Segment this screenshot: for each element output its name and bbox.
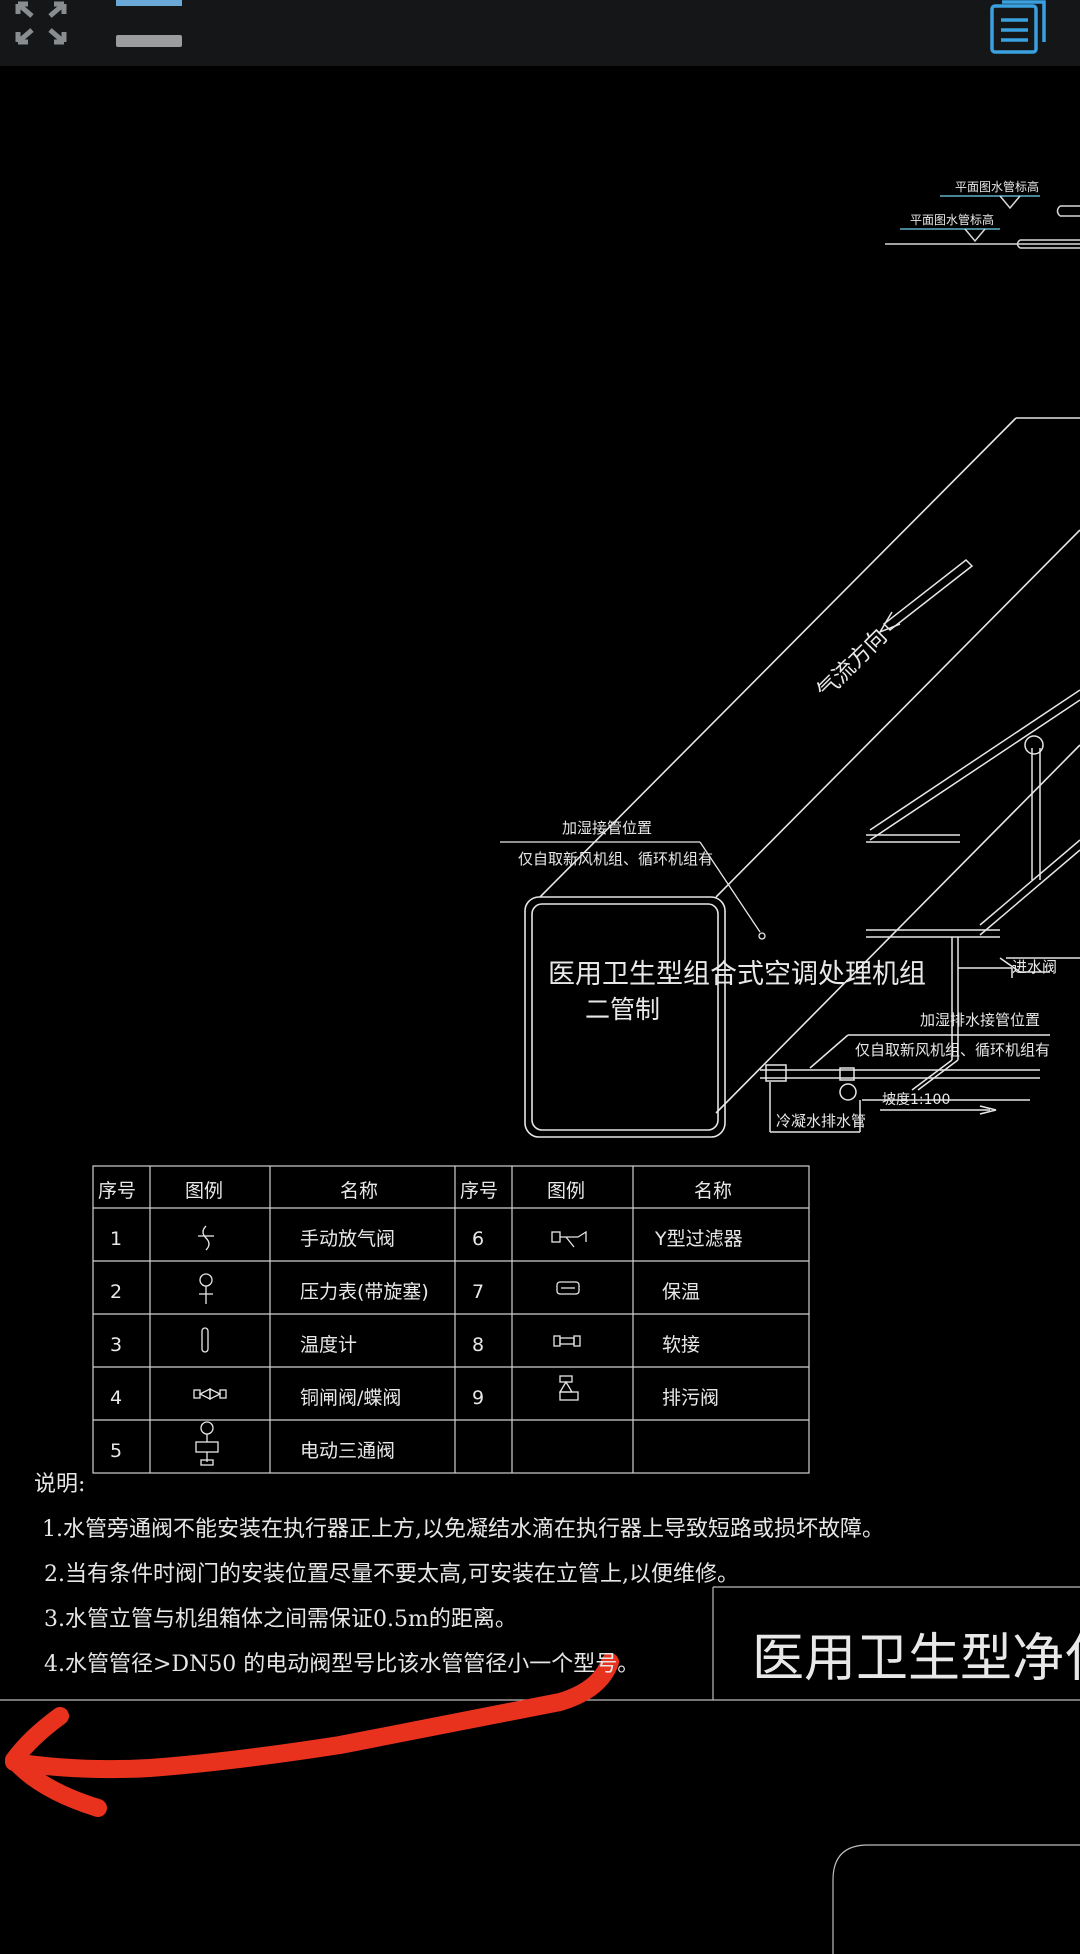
condensate-label: 冷凝水排水管 [776, 1112, 866, 1130]
ahu-subtitle: 二管制 [585, 995, 660, 1024]
manual-air-vent-icon [198, 1225, 214, 1251]
minus-icon[interactable] [116, 35, 182, 47]
legend-symbols [193, 1225, 587, 1466]
header-symbol-2: 图例 [547, 1180, 585, 1202]
ahu-title: 医用卫生型组合式空调处理机组 [548, 959, 926, 990]
airflow-arrow [878, 559, 974, 634]
pressure-gauge-icon [199, 1273, 213, 1304]
legend-row-1-seq-2: 6 [472, 1228, 484, 1250]
legend-row-3-seq-2: 8 [472, 1334, 484, 1356]
legend-row-5-name-1: 电动三通阀 [300, 1440, 395, 1462]
flexible-joint-icon [553, 1335, 581, 1347]
legend-row-1-name-2: Y型过滤器 [654, 1228, 743, 1250]
drain-note: 仅自取新风机组、循环机组有 [855, 1041, 1050, 1059]
legend-row-5-seq-1: 5 [110, 1440, 122, 1462]
ahu-unit-outline [524, 417, 1080, 1138]
toolbar [0, 0, 1080, 66]
elevation-label-2: 平面图水管标高 [910, 212, 994, 227]
gate-valve-icon [193, 1387, 227, 1401]
legend-row-2-name-2: 保温 [662, 1281, 700, 1303]
header-symbol-1: 图例 [185, 1180, 223, 1202]
legend-row-2-name-1: 压力表(带旋塞) [300, 1281, 429, 1303]
header-name-2: 名称 [694, 1180, 732, 1202]
title-block-text: 医用卫生型净化机 [752, 1629, 1080, 1689]
legend-table [92, 1165, 810, 1474]
notes-section: 说明: 1.水管旁通阀不能安装在执行器正上方,以免凝结水滴在执行器上导致短路或损… [34, 1462, 884, 1687]
humidifier-note: 仅自取新风机组、循环机组有 [518, 850, 713, 868]
elevation-markers [885, 195, 1080, 249]
legend-row-4-name-1: 铜闸阀/蝶阀 [300, 1387, 401, 1409]
legend-row-4-seq-2: 9 [472, 1387, 484, 1409]
thermometer-icon [201, 1327, 209, 1353]
slope-label: 坡度1:100 [882, 1092, 950, 1108]
note-item-4: 4.水管管径>DN50 的电动阀型号比该水管管径小一个型号。 [44, 1652, 640, 1677]
legend-row-1-name-1: 手动放气阀 [300, 1228, 395, 1250]
inlet-valve-label: 进水阀 [1012, 958, 1057, 976]
header-seq-1: 序号 [98, 1180, 136, 1202]
legend-rows: 1 手动放气阀 6 Y型过滤器 2 压力表(带旋塞) 7 保温 3 温度计 8 … [110, 1228, 743, 1462]
document-list-icon[interactable] [988, 0, 1052, 56]
annotation-arrow [5, 1653, 619, 1817]
header-name-1: 名称 [340, 1180, 378, 1202]
note-item-3: 3.水管立管与机组箱体之间需保证0.5m的距离。 [44, 1607, 517, 1632]
insulation-icon [556, 1281, 580, 1295]
piping-assembly [760, 689, 1080, 1133]
rectangle-icon[interactable] [116, 0, 182, 6]
legend-row-3-name-2: 软接 [662, 1334, 700, 1356]
three-way-valve-icon [195, 1421, 219, 1466]
legend-row-4-seq-1: 4 [110, 1387, 122, 1409]
notes-title: 说明: [34, 1472, 86, 1497]
legend-row-4-name-2: 排污阀 [662, 1387, 719, 1409]
legend-row-2-seq-1: 2 [110, 1281, 122, 1303]
drain-label: 加湿排水接管位置 [920, 1011, 1040, 1029]
elevation-label-1: 平面图水管标高 [955, 179, 1039, 194]
airflow-label: 气流方向 [813, 624, 893, 704]
expand-arrows-icon[interactable] [14, 0, 68, 46]
humidifier-leader [500, 841, 766, 940]
humidifier-label: 加湿接管位置 [562, 819, 652, 837]
legend-row-1-seq-1: 1 [110, 1228, 122, 1250]
note-item-2: 2.当有条件时阀门的安装位置尽量不要太高,可安装在立管上,以便维修。 [44, 1562, 739, 1587]
legend-header-row: 序号 图例 名称 序号 图例 名称 [98, 1180, 732, 1202]
drain-valve-icon [558, 1375, 579, 1401]
note-item-1: 1.水管旁通阀不能安装在执行器正上方,以免凝结水滴在执行器上导致短路或损坏故障。 [42, 1517, 884, 1542]
legend-row-3-seq-1: 3 [110, 1334, 122, 1356]
legend-row-2-seq-2: 7 [472, 1281, 484, 1303]
header-seq-2: 序号 [460, 1180, 498, 1202]
legend-row-3-name-1: 温度计 [300, 1334, 357, 1356]
y-strainer-icon [551, 1230, 587, 1248]
